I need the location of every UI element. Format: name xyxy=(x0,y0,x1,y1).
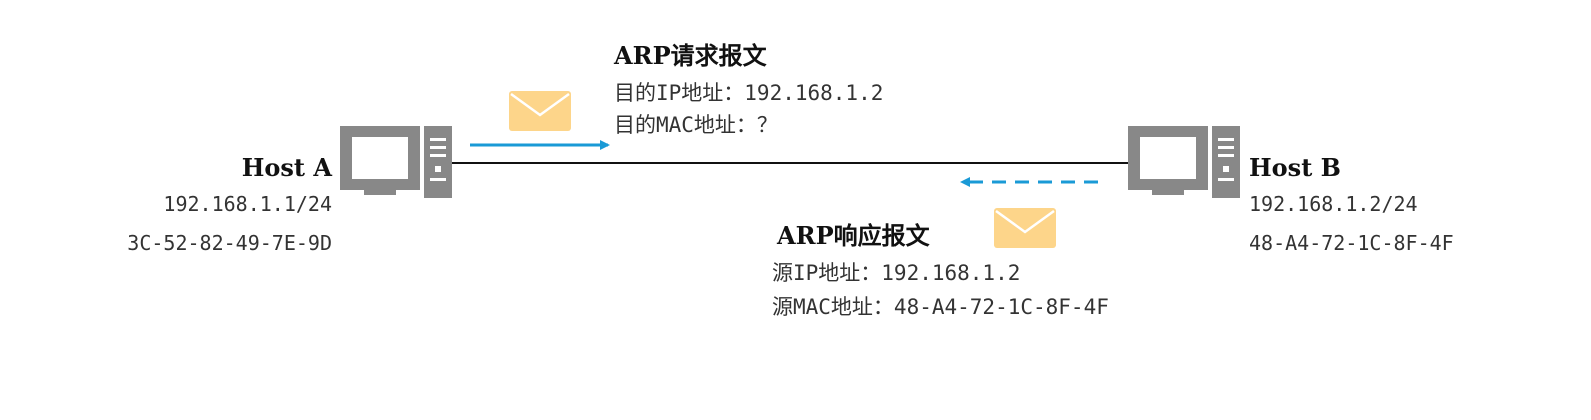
request-envelope-icon xyxy=(509,91,571,131)
arp-request-dest-mac: 目的MAC地址：？ xyxy=(614,113,778,137)
reply-envelope-icon xyxy=(994,208,1056,248)
host-b-ip: 192.168.1.2/24 xyxy=(1249,192,1418,216)
host-a-ip: 192.168.1.1/24 xyxy=(163,192,332,216)
arp-reply-src-mac: 源MAC地址：48-A4-72-1C-8F-4F xyxy=(772,295,1109,319)
arp-request-dest-ip: 目的IP地址：192.168.1.2 xyxy=(614,81,884,105)
host-a-name: Host A xyxy=(241,153,332,182)
host-a-mac: 3C-52-82-49-7E-9D xyxy=(127,231,332,255)
host-b-computer-icon xyxy=(1128,126,1240,198)
arp-reply-src-ip: 源IP地址：192.168.1.2 xyxy=(772,261,1021,285)
host-b-name: Host B xyxy=(1249,153,1341,182)
host-b-mac: 48-A4-72-1C-8F-4F xyxy=(1249,231,1454,255)
arp-reply-title: ARP响应报文 xyxy=(777,221,930,250)
arp-request-title: ARP请求报文 xyxy=(614,41,767,70)
host-a-computer-icon xyxy=(340,126,452,198)
